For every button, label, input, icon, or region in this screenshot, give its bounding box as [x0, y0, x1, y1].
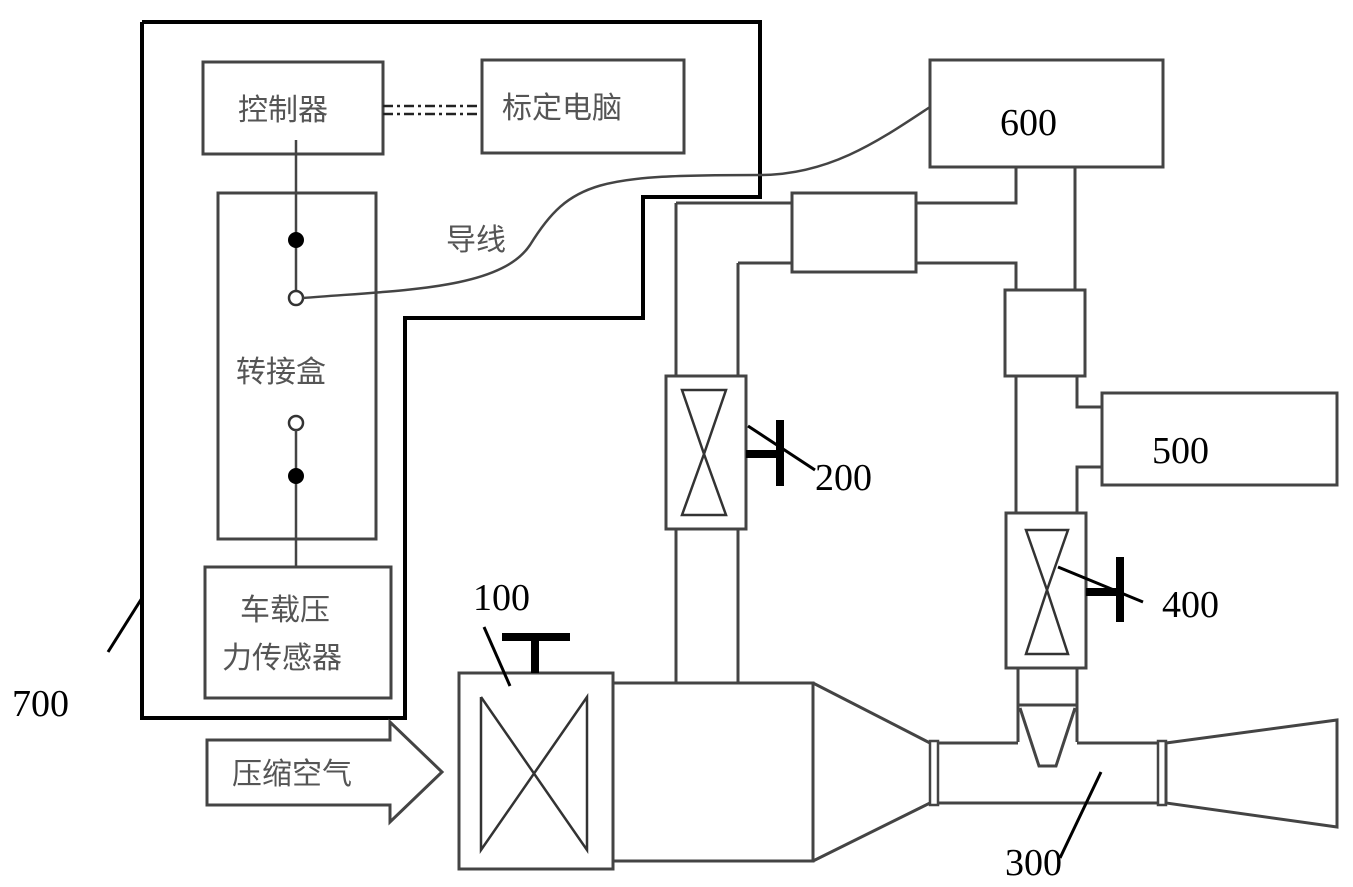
pressure-sensor-box	[205, 567, 391, 698]
pipe-upper-to-right	[916, 263, 1016, 290]
terminal-open-bottom	[289, 416, 303, 430]
junction-box-label: 转接盒	[236, 355, 326, 390]
upper-block	[792, 193, 916, 272]
terminal-filled-top	[288, 232, 304, 248]
valve-200-body	[666, 376, 746, 529]
terminal-open-top	[289, 291, 303, 305]
label-700: 700	[12, 683, 69, 725]
pipe-upper-to-600	[916, 167, 1016, 203]
device-500-box	[1102, 393, 1337, 485]
pipe-to-500-bottom	[1077, 467, 1102, 513]
label-600: 600	[1000, 102, 1057, 144]
label-100: 100	[473, 577, 530, 619]
wire-label: 导线	[446, 223, 506, 258]
controller-label: 控制器	[238, 93, 328, 128]
compressed-air-label: 压缩空气	[232, 757, 352, 792]
pipe-to-500-top	[1077, 376, 1102, 407]
right-block	[1005, 290, 1085, 376]
reducer-top	[813, 683, 930, 743]
terminal-filled-bottom	[288, 468, 304, 484]
calibration-pc-label: 标定电脑	[502, 91, 622, 126]
leader-300	[1060, 772, 1101, 858]
nozzle-cone	[1020, 708, 1075, 766]
label-500: 500	[1152, 430, 1209, 472]
leader-700	[108, 598, 142, 652]
label-400: 400	[1162, 584, 1219, 626]
diffuser-outlet	[1166, 720, 1337, 827]
pressure-sensor-label-2: 力传感器	[222, 641, 342, 676]
label-300: 300	[1005, 842, 1062, 884]
venturi-inlet-flange	[930, 741, 938, 805]
label-200: 200	[815, 457, 872, 499]
reducer-bottom	[813, 803, 930, 861]
pressure-sensor-label-1: 车载压	[240, 593, 330, 628]
mixing-chamber	[613, 683, 813, 861]
